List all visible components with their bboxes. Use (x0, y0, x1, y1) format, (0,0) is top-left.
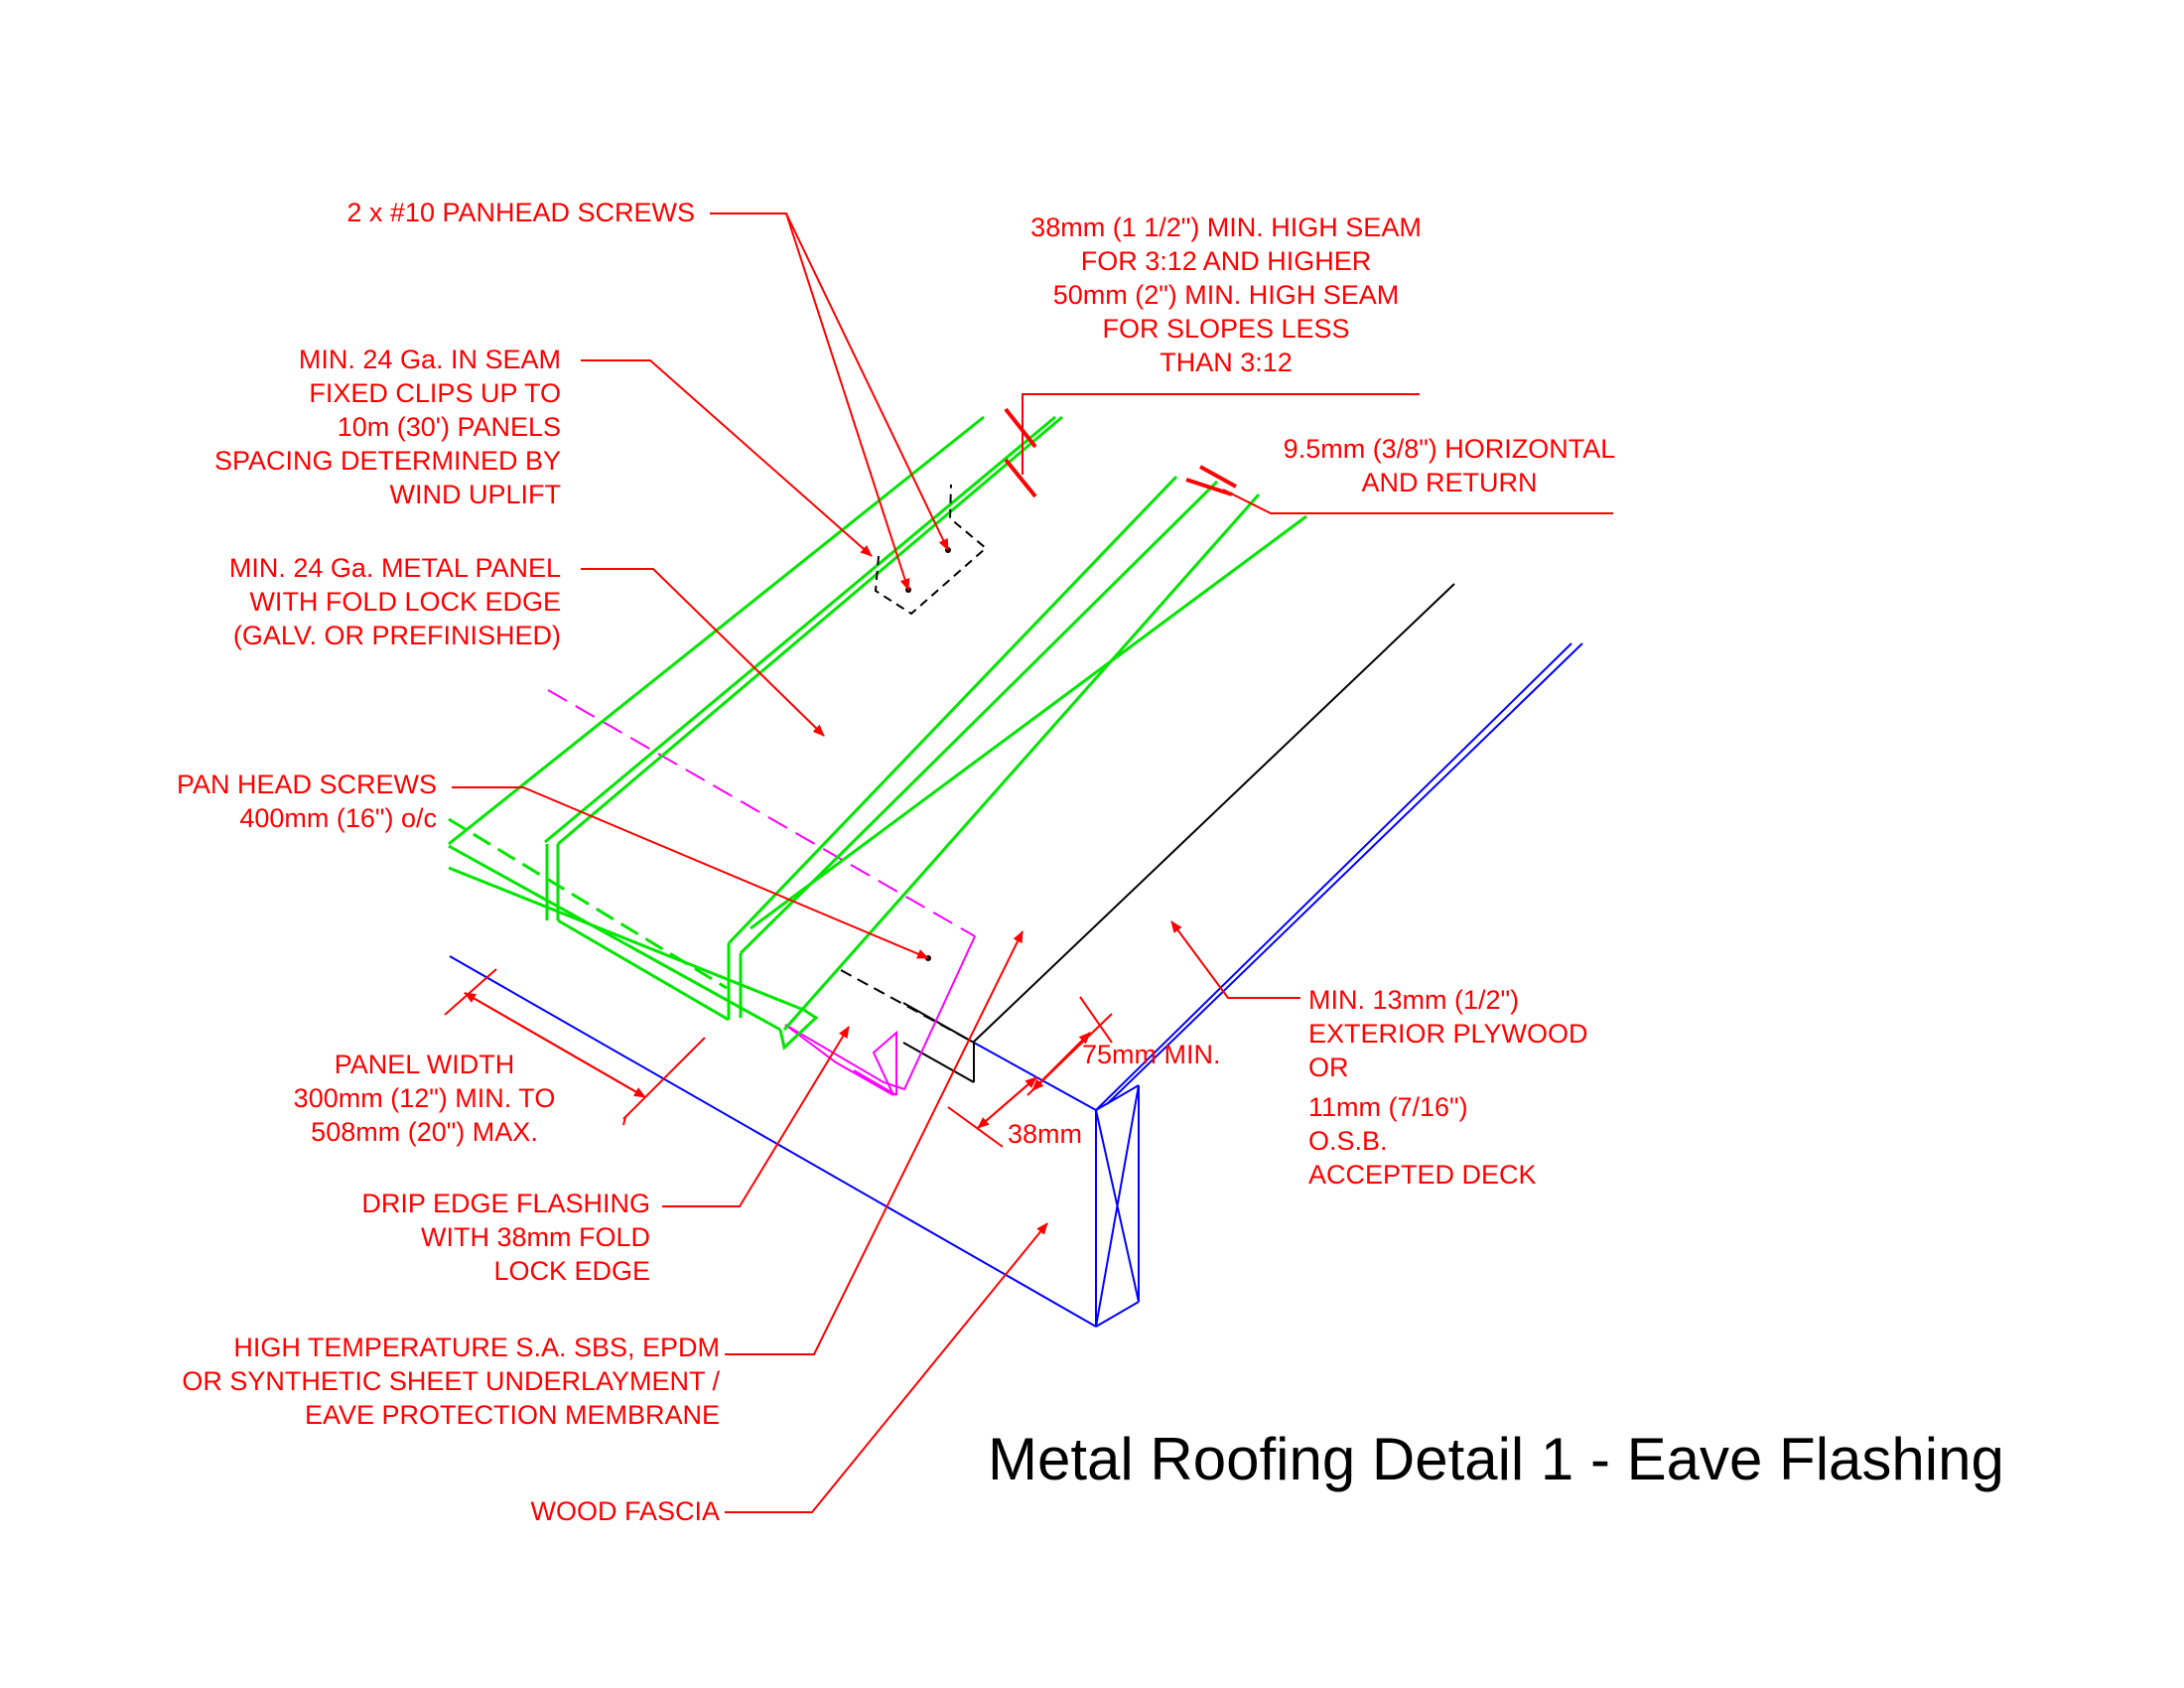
metal-panel (448, 415, 1307, 1051)
label-screws-2x10: 2 x #10 PANHEAD SCREWS (346, 198, 695, 227)
label-dim-75mm: 75mm MIN. (1082, 1040, 1221, 1069)
dimension-ticks (1004, 407, 1237, 498)
drip-edge-flashing (547, 689, 976, 1096)
deck-and-fascia (449, 642, 1583, 1328)
seam-clip (874, 484, 988, 616)
label-horizontal-return: 9.5mm (3/8") HORIZONTAL AND RETURN (1283, 434, 1616, 497)
label-drip-edge: DRIP EDGE FLASHING WITH 38mm FOLD LOCK E… (361, 1189, 650, 1286)
label-deck: MIN. 13mm (1/2") EXTERIOR PLYWOOD OR 11m… (1308, 985, 1588, 1190)
label-panel-width: PANEL WIDTH 300mm (12") MIN. TO 508mm (2… (293, 1050, 556, 1147)
label-seam-clips: MIN. 24 Ga. IN SEAM FIXED CLIPS UP TO 10… (213, 345, 561, 509)
leaders (444, 212, 1613, 1513)
label-wood-fascia: WOOD FASCIA (530, 1496, 720, 1526)
label-metal-panel: MIN. 24 Ga. METAL PANEL WITH FOLD LOCK E… (228, 553, 561, 650)
label-pan-head-screws: PAN HEAD SCREWS 400mm (16") o/c (176, 770, 437, 833)
label-underlayment: HIGH TEMPERATURE S.A. SBS, EPDM OR SYNTH… (182, 1333, 720, 1430)
drawing-title: Metal Roofing Detail 1 - Eave Flashing (988, 1426, 2004, 1492)
label-seam-height: 38mm (1 1/2") MIN. HIGH SEAM FOR 3:12 AN… (1030, 212, 1422, 377)
label-dim-38mm: 38mm (1008, 1119, 1083, 1149)
underlayment-membrane (840, 583, 1455, 1083)
